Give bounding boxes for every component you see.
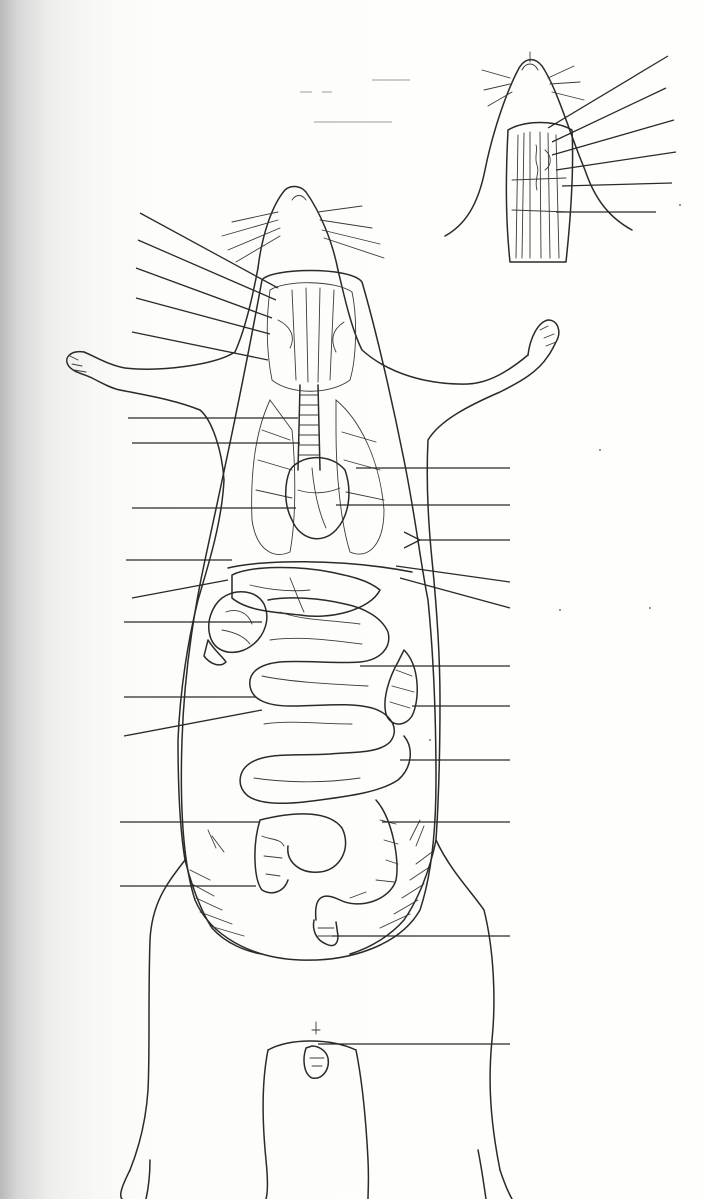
inset-head-outline <box>445 60 632 236</box>
main-whiskers <box>222 206 384 262</box>
spleen <box>204 640 226 665</box>
right-lung <box>336 400 384 554</box>
rat-body-outline <box>67 186 559 1199</box>
throat-region <box>267 283 355 392</box>
right-forepaw <box>528 320 559 356</box>
abdominal-organs <box>204 567 417 945</box>
left-label-lines <box>120 213 300 886</box>
caecum <box>385 650 417 724</box>
head-detail-inset <box>445 52 676 262</box>
paper-specks <box>429 204 681 741</box>
external-genitalia <box>268 1022 356 1078</box>
genital-papilla <box>304 1046 328 1078</box>
right-hindfoot <box>478 1150 512 1199</box>
faint-heading-marks <box>300 80 410 122</box>
right-label-lines <box>318 468 510 1044</box>
rectum <box>314 920 339 946</box>
left-forepaw <box>67 352 120 390</box>
thoracic-organs <box>228 283 412 572</box>
colon <box>255 800 397 920</box>
inset-leader-lines <box>548 56 676 212</box>
liver <box>232 567 380 616</box>
inset-tubes <box>512 132 568 258</box>
left-hindfoot <box>121 1160 150 1199</box>
genital-tuft <box>312 1022 320 1034</box>
